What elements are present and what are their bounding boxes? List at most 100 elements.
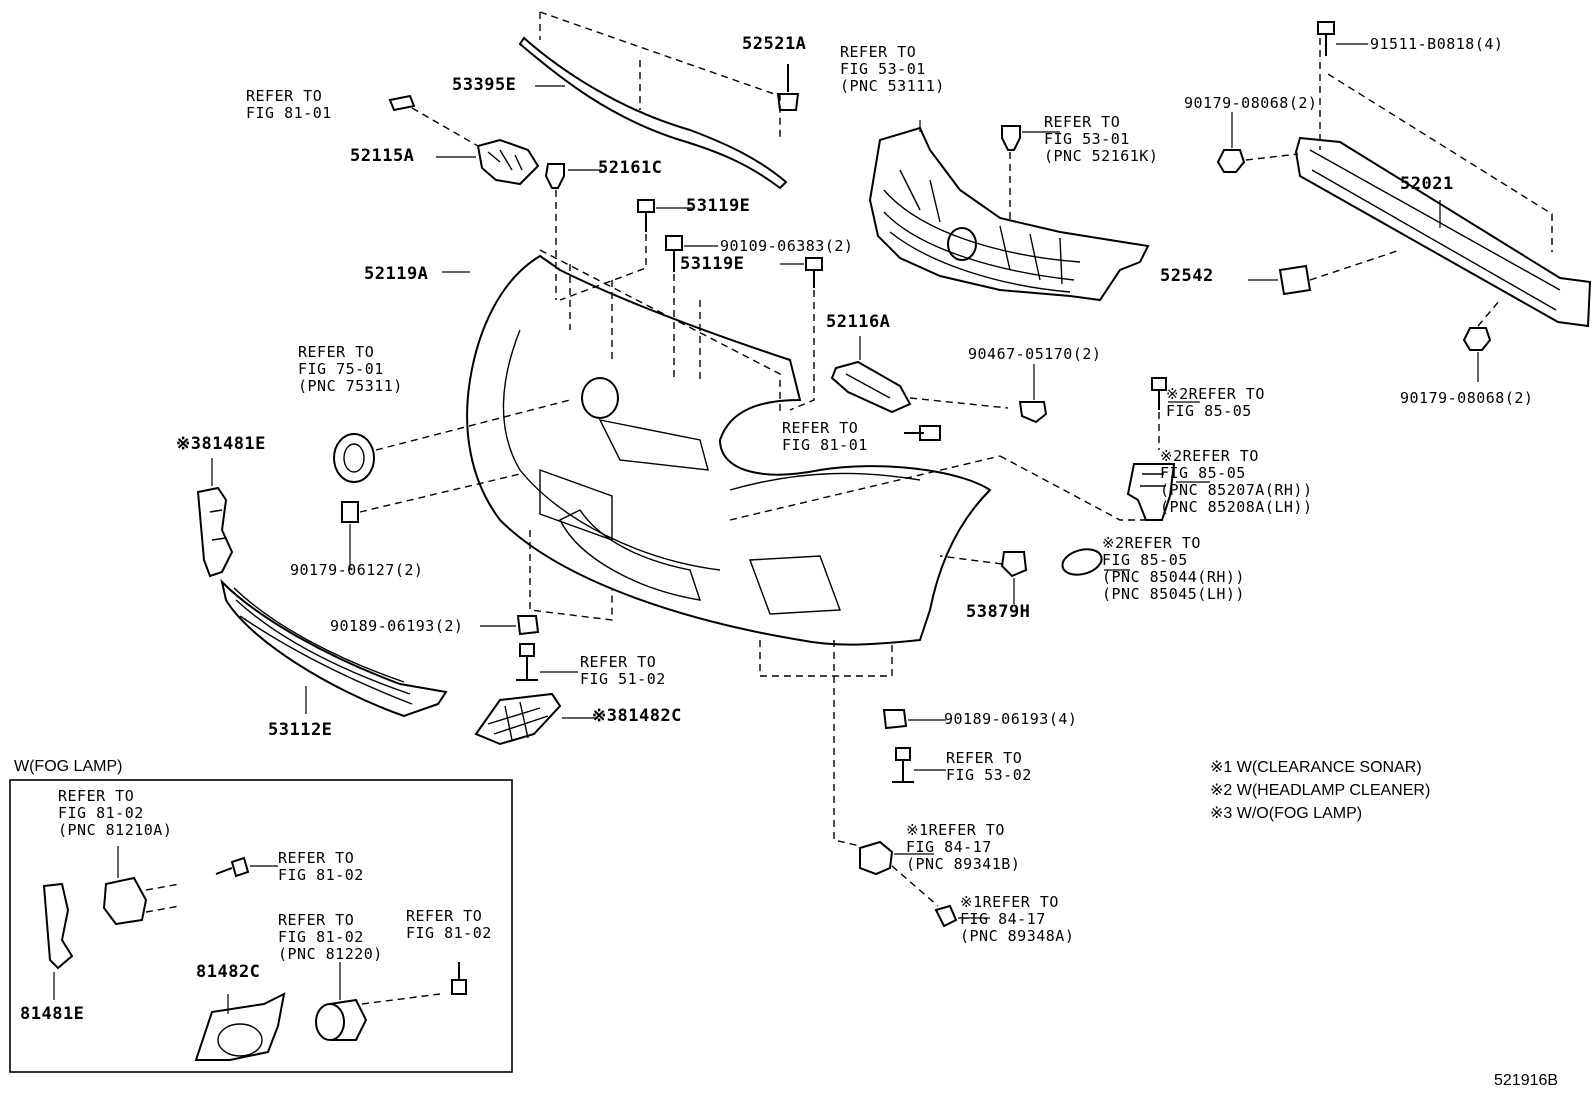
fog-cover-81481e [196, 486, 234, 578]
part-label-52161c: 52161C [598, 158, 663, 178]
part-label-52119a: 52119A [364, 264, 429, 284]
part-label-53119e-a: 53119E [686, 196, 751, 216]
refer-85-05-b-text: REFER TO FIG 85-05 (PNC 85207A(RH)) (PNC… [1160, 447, 1313, 516]
part-label-52521a: 52521A [742, 34, 807, 54]
part-number-81482c: 81482C [617, 706, 682, 726]
refer-fog-screw2: REFER TO FIG 81-02 [406, 907, 492, 942]
note-mark-1a: ※1 [906, 821, 929, 839]
refer-84-17-a: ※1REFER TO FIG 84-17 (PNC 89341B) [906, 822, 1020, 873]
refer-fog-lamp2: REFER TO FIG 81-02 (PNC 81220) [278, 911, 383, 963]
front-emblem [333, 399, 571, 483]
part-label-52116a: 52116A [826, 312, 891, 332]
refer-85-05-a: ※2REFER TO FIG 85-05 [1166, 386, 1265, 420]
screw-53119e-top [559, 199, 655, 301]
sonar-retainer-89348a [934, 904, 958, 928]
note-mark-2b: ※2 [1160, 447, 1183, 465]
part-label-52115a: 52115A [350, 146, 415, 166]
fog-label-81482c: 81482C [196, 962, 261, 982]
refer-51-02: REFER TO FIG 51-02 [580, 653, 666, 688]
sonar-sensor-89341b [859, 840, 939, 907]
clip-52161k [1001, 125, 1021, 220]
bolt-90109 [665, 235, 683, 380]
nut-90179-06127 [341, 473, 521, 523]
part-label-53112e: 53112E [268, 720, 333, 740]
part-label-81482c: ※381482C [592, 708, 682, 725]
nut-90179-08068-top [1216, 149, 1299, 173]
note-mark-2a: ※2 [1166, 385, 1189, 403]
note-mark-2c: ※2 [1102, 534, 1125, 552]
retainer-53879h [939, 551, 1028, 578]
refer-85-05-a-text: REFER TO FIG 85-05 [1166, 385, 1265, 420]
note-mark-3b: ※3 [592, 706, 618, 726]
note-mark-1b: ※1 [960, 893, 983, 911]
bolt-91511 [1317, 21, 1335, 56]
bracket-52116a [830, 360, 1009, 414]
refer-85-05-b: ※2REFER TO FIG 85-05 (PNC 85207A(RH)) (P… [1160, 448, 1313, 516]
part-label-90189-a: 90189-06193(2) [330, 617, 464, 635]
front-bumper-cover [466, 249, 992, 847]
part-label-90179-06127: 90179-06127(2) [290, 561, 424, 579]
fog-box-title: W(FOG LAMP) [14, 758, 123, 775]
refer-84-17-a-text: REFER TO FIG 84-17 (PNC 89341B) [906, 821, 1021, 873]
part-label-90467: 90467-05170(2) [968, 345, 1102, 363]
clip-52161c [544, 163, 565, 300]
screw-53-02 [892, 747, 914, 783]
refer-81-01-top: REFER TO FIG 81-01 [246, 87, 332, 122]
refer-fog-lamp: REFER TO FIG 81-02 (PNC 81210A) [58, 787, 173, 839]
part-label-52542: 52542 [1160, 266, 1214, 286]
fog-bezel-81482c-box [194, 992, 286, 1061]
part-label-90189-b: 90189-06193(4) [944, 710, 1078, 728]
refer-85-05-c: ※2REFER TO FIG 85-05 (PNC 85044(RH)) (PN… [1102, 535, 1245, 603]
bracket-52115a [388, 94, 540, 186]
clip-90189-06193-a [516, 615, 540, 636]
fog-cover-81482c [474, 692, 562, 746]
refer-84-17-b: ※1REFER TO FIG 84-17 (PNC 89348A) [960, 894, 1074, 945]
headlamp-cleaner-actuator [999, 455, 1176, 521]
clip-90189-06193-b [882, 709, 908, 730]
diagram-id: 521916B [1494, 1072, 1559, 1089]
fog-lamp-box [9, 779, 513, 1073]
legend-item-1: ※1 W(CLEARANCE SONAR) [1210, 759, 1422, 776]
screw-85-05 [1151, 377, 1167, 450]
bumper-reinforcement [1294, 38, 1592, 328]
refer-53-01-grille: REFER TO FIG 53-01 (PNC 53111) [840, 43, 945, 95]
part-label-53879h: 53879H [966, 602, 1031, 622]
upper-seal-strip [518, 11, 788, 190]
refer-85-05-c-text: REFER TO FIG 85-05 (PNC 85044(RH)) (PNC … [1102, 534, 1245, 603]
refer-53-01-clip: REFER TO FIG 53-01 (PNC 52161K) [1044, 113, 1159, 165]
part-label-91511: 91511-B0818(4) [1370, 35, 1504, 53]
part-label-53119e-b: 53119E [680, 254, 745, 274]
part-label-52021: 52021 [1400, 174, 1454, 194]
fog-cover-81481e-box [42, 882, 74, 970]
fog-lamp-81220 [315, 993, 441, 1041]
washer-nozzle-cover [1061, 548, 1130, 576]
note-mark-3: ※3 [176, 434, 202, 454]
refer-81-01-mid: REFER TO FIG 81-01 [782, 419, 868, 454]
lower-grille-53112e [220, 578, 448, 718]
refer-75-01: REFER TO FIG 75-01 (PNC 75311) [298, 343, 403, 395]
fog-lamp-81210a [102, 876, 181, 926]
screw-51-02 [516, 643, 538, 681]
label-plate-52542 [1278, 249, 1401, 296]
clip-52521a [776, 64, 800, 111]
fog-screw-a [215, 856, 250, 878]
legend: ※1 W(CLEARANCE SONAR) ※2 W(HEADLAMP CLEA… [1210, 756, 1430, 825]
part-number-81481e: 81481E [201, 434, 266, 454]
part-label-81481e: ※381481E [176, 436, 266, 453]
screw-81-01 [904, 425, 941, 441]
clip-90467 [1018, 401, 1048, 424]
legend-item-3: ※3 W/O(FOG LAMP) [1210, 805, 1363, 822]
radiator-grille [868, 126, 1150, 302]
refer-53-02: REFER TO FIG 53-02 [946, 749, 1032, 784]
screw-53119e-mid [789, 257, 823, 411]
fog-label-81481e: 81481E [20, 1004, 85, 1024]
nut-90179-08068-bottom [1462, 299, 1501, 351]
fog-screw-b [451, 962, 467, 995]
refer-84-17-b-text: REFER TO FIG 84-17 (PNC 89348A) [960, 893, 1075, 945]
part-label-90179-08068-b: 90179-08068(2) [1400, 389, 1534, 407]
refer-fog-screw: REFER TO FIG 81-02 [278, 849, 364, 884]
part-label-90179-08068-a: 90179-08068(2) [1184, 94, 1318, 112]
part-label-90109: 90109-06383(2) [720, 237, 854, 255]
part-label-53395e: 53395E [452, 75, 517, 95]
